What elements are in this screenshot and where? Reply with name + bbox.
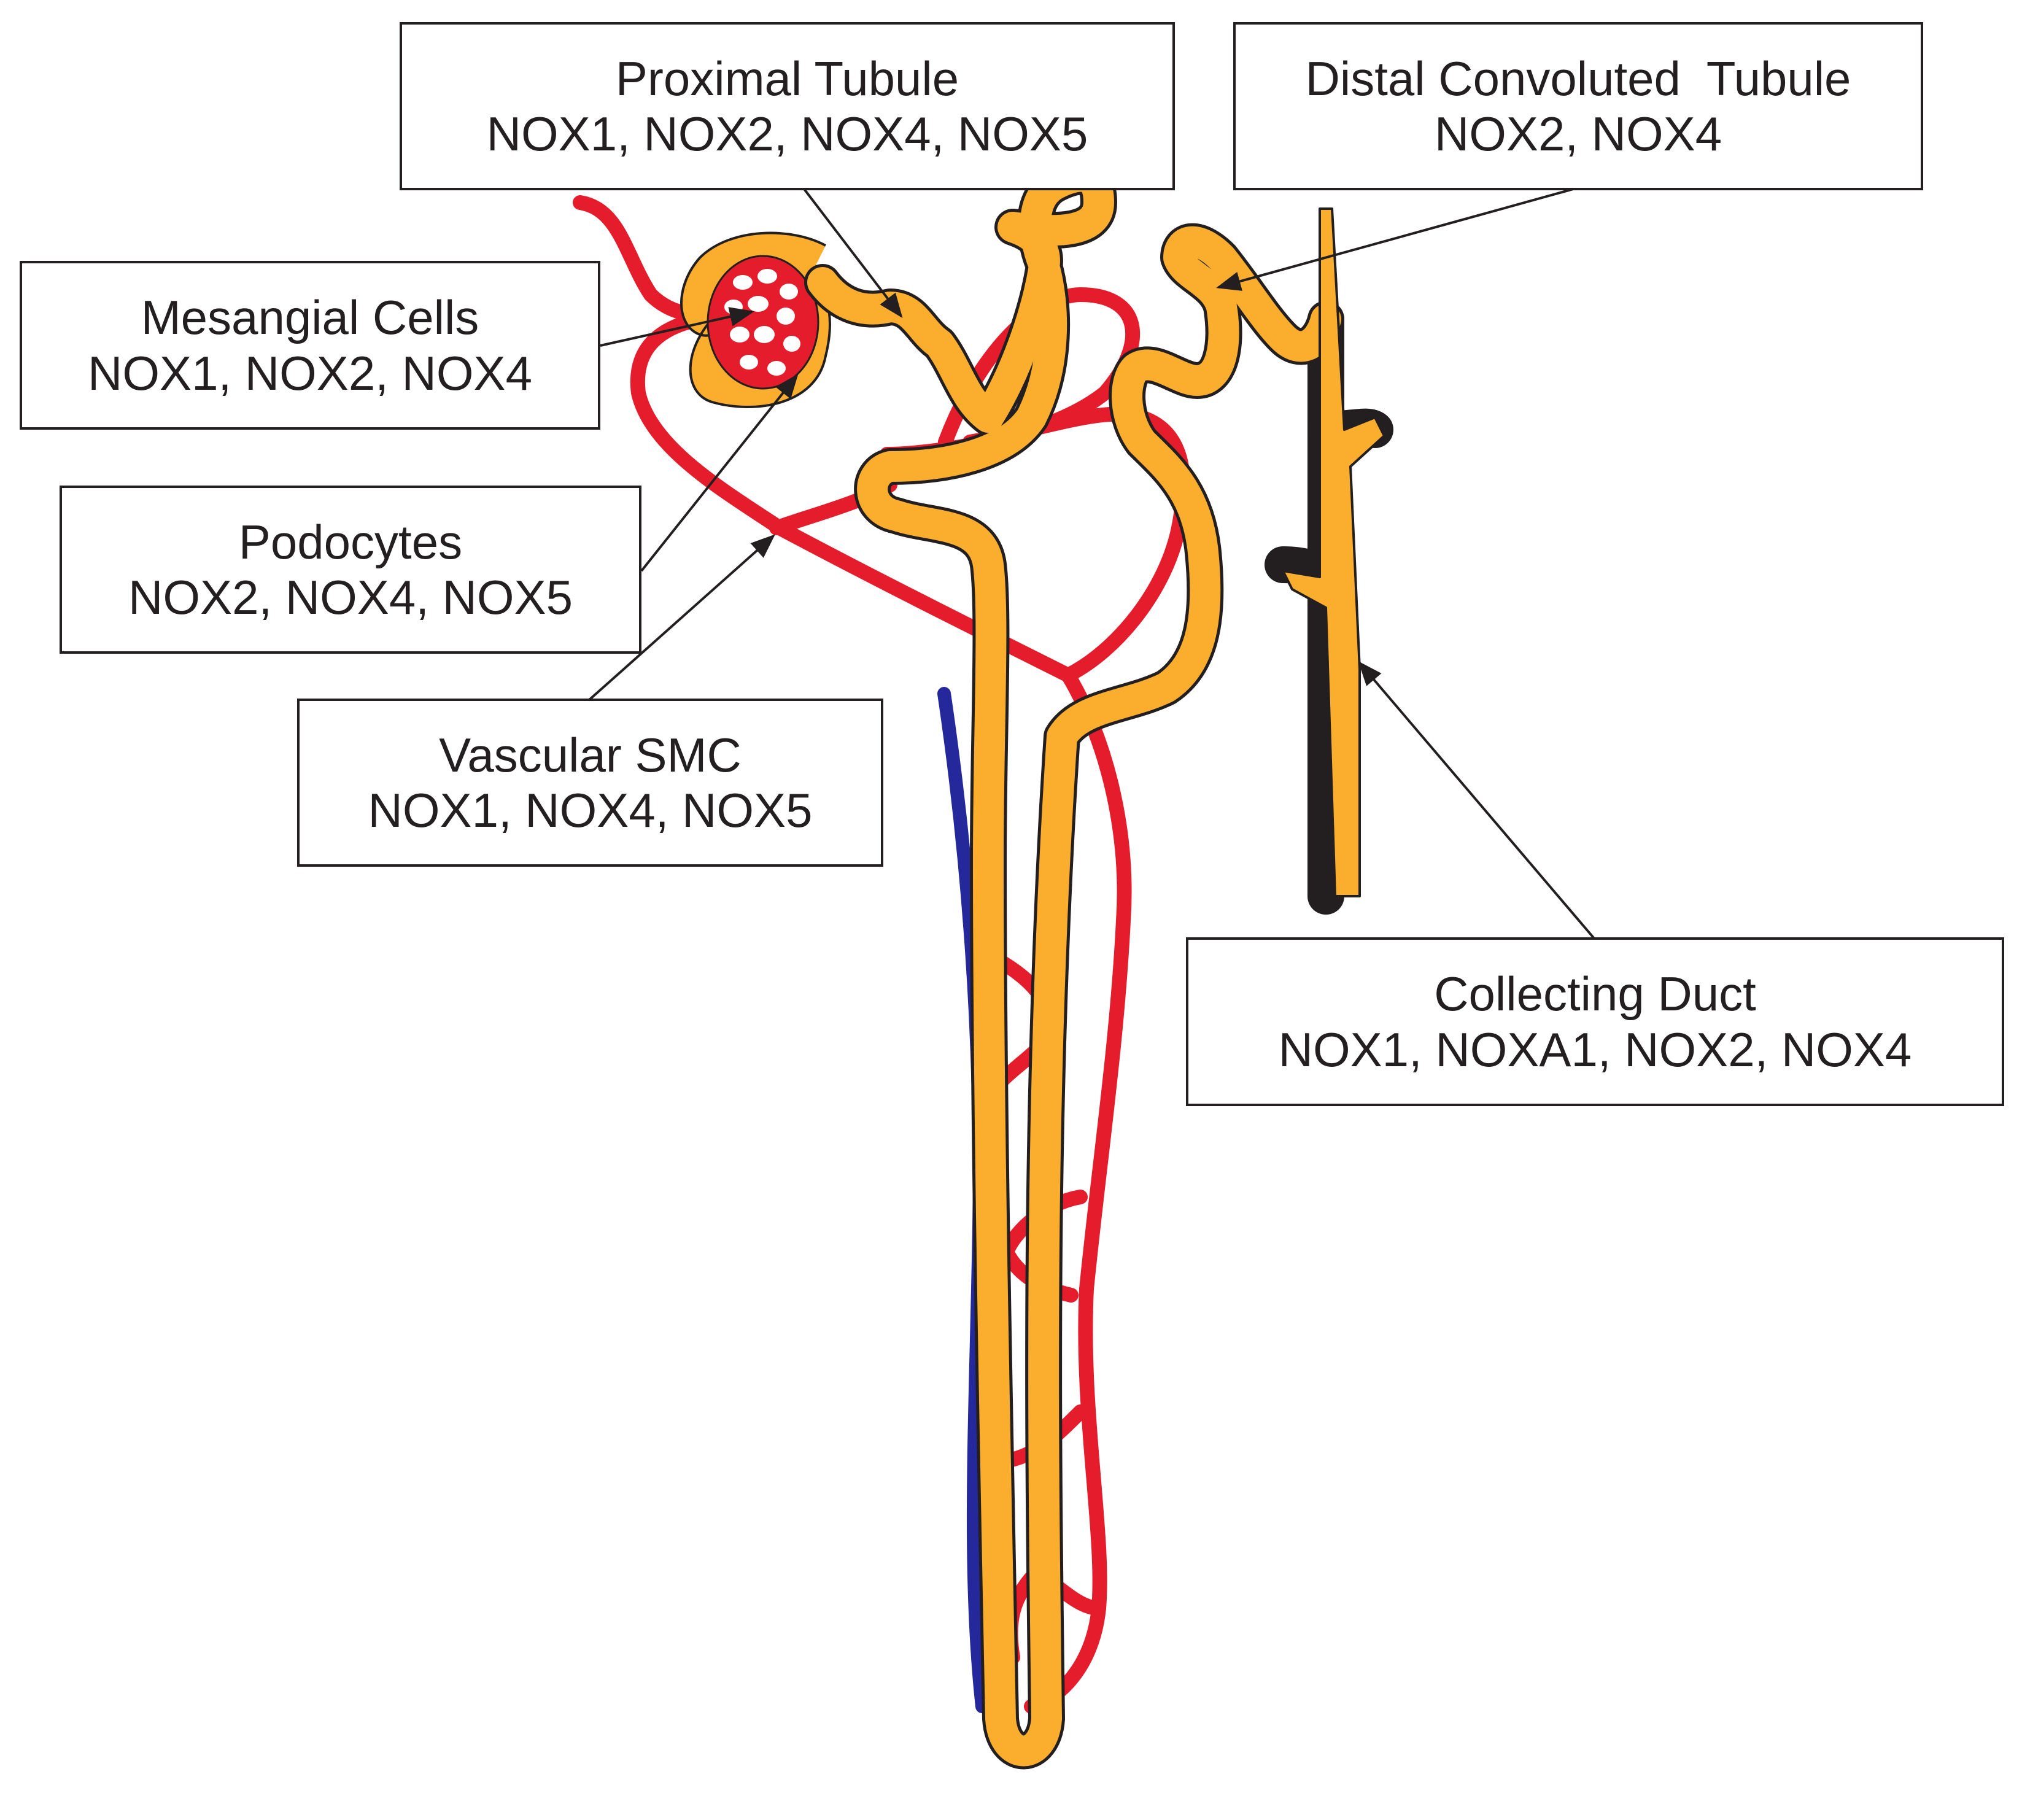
label-proximal-tubule: Proximal Tubule NOX1, NOX2, NOX4, NOX5 (400, 22, 1175, 190)
label-mesangial-cells: Mesangial Cells NOX1, NOX2, NOX4 (20, 261, 600, 430)
podocytes-nox: NOX2, NOX4, NOX5 (128, 570, 573, 624)
vascular-smc-nox: NOX1, NOX4, NOX5 (368, 783, 813, 837)
label-vascular-smc: Vascular SMC NOX1, NOX4, NOX5 (297, 699, 883, 867)
distal-tubule-nox: NOX2, NOX4 (1434, 107, 1722, 161)
label-podocytes: Podocytes NOX2, NOX4, NOX5 (60, 486, 641, 654)
distal-tubule-name: Distal Convoluted Tubule (1305, 51, 1851, 106)
arrow-vascular-smc (588, 534, 775, 701)
podocytes-name: Podocytes (238, 514, 463, 569)
label-distal-convoluted-tubule: Distal Convoluted Tubule NOX2, NOX4 (1233, 22, 1923, 190)
collecting-duct-nox: NOX1, NOXA1, NOX2, NOX4 (1278, 1022, 1912, 1077)
pointer-arrows (588, 188, 1596, 940)
proximal-tubule-nox: NOX1, NOX2, NOX4, NOX5 (486, 107, 1088, 161)
label-collecting-duct: Collecting Duct NOX1, NOXA1, NOX2, NOX4 (1186, 937, 2004, 1106)
vascular-smc-name: Vascular SMC (439, 727, 742, 782)
tuft-pores (724, 269, 800, 376)
arrow-podocytes (640, 373, 799, 572)
glomerulus (680, 231, 831, 408)
blood-vessels (573, 195, 1191, 1714)
arrow-distal-tubule (1216, 188, 1574, 291)
vasa-recta-descending (1024, 668, 1132, 1714)
collecting-duct-name: Collecting Duct (1434, 967, 1756, 1021)
mesangial-cells-name: Mesangial Cells (141, 290, 479, 345)
arrow-proximal-tubule (803, 188, 903, 319)
collecting-duct-shape (1282, 207, 1385, 897)
proximal-tubule-name: Proximal Tubule (615, 51, 959, 106)
arrow-collecting-duct (1358, 660, 1596, 940)
renal-tubule (804, 158, 1393, 1770)
mesangial-cells-nox: NOX1, NOX2, NOX4 (88, 346, 532, 400)
arcuate-artery (630, 309, 1075, 683)
arrow-mesangial-cells (600, 307, 754, 347)
